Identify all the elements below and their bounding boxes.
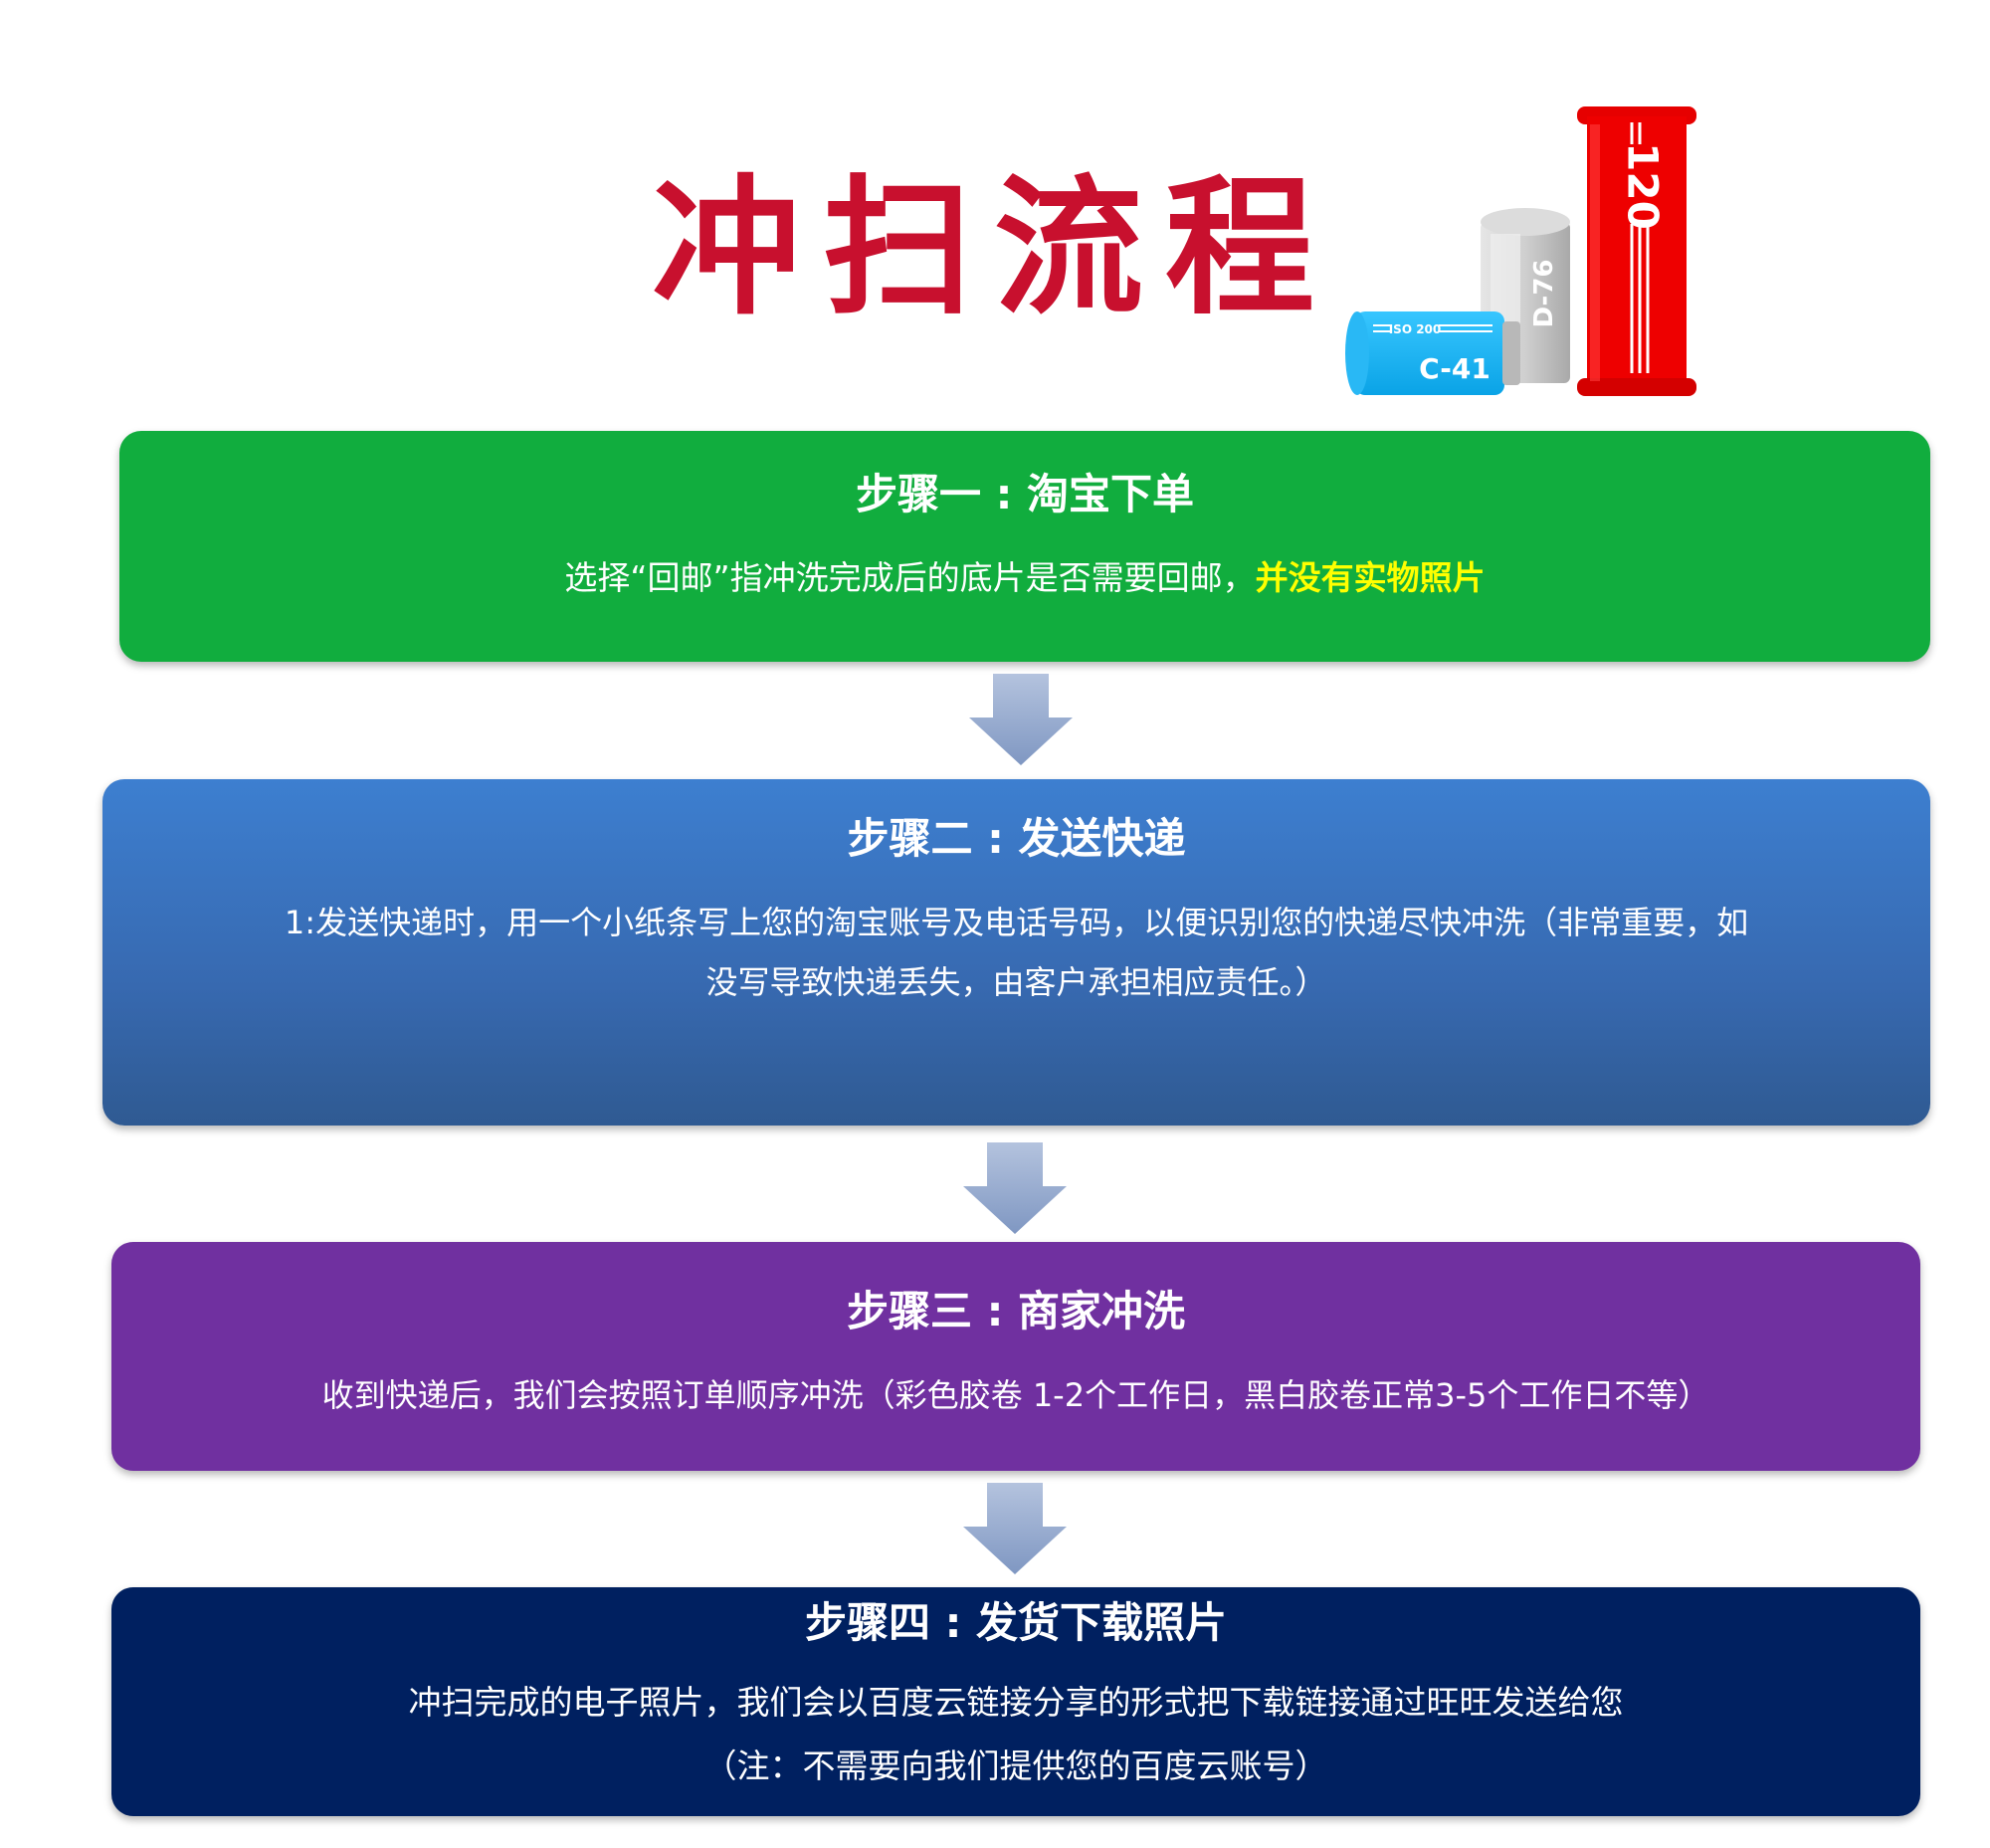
roll-120-icon: 120	[1577, 106, 1696, 396]
c41-label: C-41	[1419, 352, 1491, 385]
d76-label: D-76	[1529, 259, 1559, 327]
step-1-text-line: 选择“回邮”指冲洗完成后的底片是否需要回邮，并没有实物照片	[119, 548, 1930, 608]
step-3-box: 步骤三 : 商家冲洗 收到快递后，我们会按照订单顺序冲洗（彩色胶卷 1-2个工作…	[111, 1242, 1920, 1471]
step-1-box: 步骤一 : 淘宝下单 选择“回邮”指冲洗完成后的底片是否需要回邮，并没有实物照片	[119, 431, 1930, 662]
step-2-title: 步骤二 : 发送快递	[847, 814, 1186, 863]
step-4-title: 步骤四 : 发货下载照片	[804, 1598, 1228, 1647]
step-3-text: 收到快递后，我们会按照订单顺序冲洗（彩色胶卷 1-2个工作日，黑白胶卷正常3-5…	[321, 1376, 1710, 1414]
down-arrow-icon	[969, 674, 1073, 765]
step-4-note: （注：不需要向我们提供您的百度云账号）	[703, 1746, 1328, 1785]
step-4-box: 步骤四 : 发货下载照片 冲扫完成的电子照片，我们会以百度云链接分享的形式把下载…	[111, 1587, 1920, 1816]
down-arrow-icon	[963, 1142, 1067, 1234]
film-canisters-illustration: D-76 120 ISO 200 C-41	[1345, 106, 1696, 396]
step-1-highlight: 并没有实物照片	[1255, 558, 1486, 597]
iso-label: ISO 200	[1389, 322, 1442, 336]
step-1-title: 步骤一 : 淘宝下单	[855, 470, 1195, 518]
c41-canister-icon: ISO 200 C-41	[1345, 311, 1520, 395]
step-3-title: 步骤三 : 商家冲洗	[846, 1287, 1186, 1335]
step-2-box: 步骤二 : 发送快递 1:发送快递时，用一个小纸条写上您的淘宝账号及电话号码，以…	[102, 779, 1930, 1126]
step-2-line-1: 1:发送快递时，用一个小纸条写上您的淘宝账号及电话号码，以便识别您的快递尽快冲洗…	[284, 904, 1749, 941]
step-1-text: 选择“回邮”指冲洗完成后的底片是否需要回邮，	[564, 558, 1256, 597]
page-title: 冲扫流程	[652, 162, 1337, 335]
down-arrow-icon	[963, 1483, 1067, 1574]
step-2-line-2: 没写导致快递丢失，由客户承担相应责任。）	[705, 963, 1327, 1001]
step-4-text: 冲扫完成的电子照片，我们会以百度云链接分享的形式把下载链接通过旺旺发送给您	[408, 1683, 1624, 1722]
roll-120-label: 120	[1619, 142, 1668, 230]
